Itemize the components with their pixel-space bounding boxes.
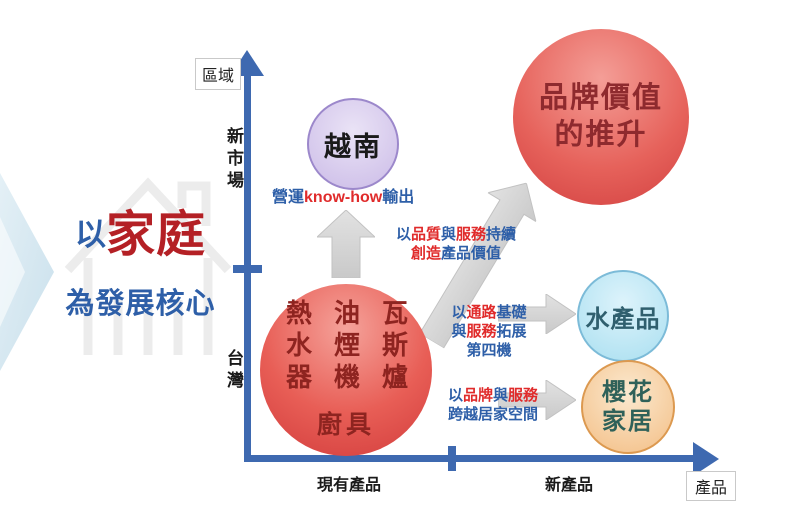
x-axis-left-label: 現有產品: [317, 477, 382, 494]
annotation-segment: 基礎: [496, 304, 527, 321]
annotation-quality-service: 以品質與服務持續 創造產品價值: [391, 225, 521, 263]
x-axis: [247, 455, 695, 462]
right-arrow-icon: [498, 380, 576, 420]
core-products-circle: 熱水器 油煙機 瓦斯爐 廚具: [260, 284, 432, 456]
banner-line2: 為發展核心: [65, 288, 216, 320]
annotation-segment: 營運: [272, 189, 305, 206]
y-axis-title: 區域: [201, 68, 234, 85]
annotation-knowhow: 營運know-how輸出: [272, 188, 414, 207]
banner-highlight: 家庭: [105, 208, 206, 262]
core-product-column: 油煙機: [330, 299, 361, 395]
annotation-segment: 與: [440, 226, 456, 243]
annotation-segment: 持續: [486, 226, 517, 243]
brand-value-circle: 品牌價值 的推升: [513, 29, 689, 205]
vietnam-label: 越南: [324, 131, 382, 162]
annotation-segment: 品牌: [462, 387, 493, 404]
annotation-line: 以品牌與服務: [436, 386, 550, 405]
annotation-line: 與服務拓展: [440, 322, 538, 341]
seafood-label: 水產品: [585, 305, 661, 333]
up-arrow-icon: [317, 210, 375, 278]
x-axis-arrowhead-icon: [693, 442, 719, 476]
annotation-segment: 品質: [410, 226, 441, 243]
brand-value-line2: 的推升: [554, 119, 648, 151]
core-product-column: 瓦斯爐: [378, 299, 409, 395]
diagonal-arrow-icon: [418, 182, 537, 349]
annotation-segment: 通路: [466, 304, 497, 321]
y-axis-tick: [233, 265, 262, 273]
annotation-segment: 以: [451, 304, 467, 321]
annotation-line: 以品質與服務持續: [391, 225, 521, 244]
annotation-segment: 以: [395, 226, 411, 243]
annotation-segment: 第四機: [466, 342, 512, 359]
annotation-segment: 服務: [456, 226, 487, 243]
sakura-home-line1: 櫻花: [602, 379, 654, 406]
annotation-segment: know-how: [304, 189, 383, 206]
banner-prefix: 以: [74, 217, 106, 252]
annotation-line: 跨越居家空間: [436, 405, 550, 424]
x-axis-tick: [448, 446, 456, 471]
annotation-segment: 輸出: [382, 189, 415, 206]
annotation-line: 第四機: [440, 341, 538, 360]
house-watermark-icon: [64, 177, 232, 355]
annotation-segment: 拓展: [496, 323, 527, 340]
annotation-brand-service: 以品牌與服務 跨越居家空間: [436, 386, 550, 424]
core-products-columns: 熱水器 油煙機 瓦斯爐: [280, 299, 413, 395]
y-axis-upper-label: 新市場: [224, 127, 243, 193]
annotation-segment: 創造: [410, 245, 441, 262]
vietnam-circle: 越南: [307, 98, 399, 190]
annotation-segment: 與: [493, 387, 509, 404]
x-axis-title: 產品: [694, 480, 727, 497]
y-axis-title-box: 區域: [195, 58, 241, 90]
annotation-segment: 服務: [466, 323, 497, 340]
chevron-decoration-icon: [0, 173, 54, 371]
x-axis-title-box: 產品: [686, 471, 736, 501]
right-arrow-icon: [498, 294, 576, 334]
annotation-channel-service: 以通路基礎 與服務拓展 第四機: [440, 303, 538, 360]
annotation-line: 以通路基礎: [440, 303, 538, 322]
brand-value-line1: 品牌價值: [538, 82, 663, 114]
annotation-segment: 與: [451, 323, 467, 340]
y-axis-lower-label: 台灣: [224, 349, 243, 393]
sakura-home-circle: 櫻花 家居: [581, 360, 675, 454]
seafood-circle: 水產品: [577, 270, 669, 362]
annotation-segment: 跨越居家空間: [447, 406, 538, 423]
annotation-line: 創造產品價值: [391, 244, 521, 263]
annotation-segment: 服務: [508, 387, 539, 404]
banner: 以家庭 為發展核心: [48, 208, 233, 322]
core-product-bottom-label: 廚具: [316, 411, 375, 439]
annotation-segment: 以: [447, 387, 463, 404]
core-product-column: 熱水器: [282, 299, 313, 395]
banner-line1: 以家庭: [48, 208, 233, 274]
x-axis-right-label: 新產品: [545, 477, 594, 494]
annotation-segment: 產品價值: [441, 245, 502, 262]
sakura-home-line2: 家居: [602, 408, 654, 435]
